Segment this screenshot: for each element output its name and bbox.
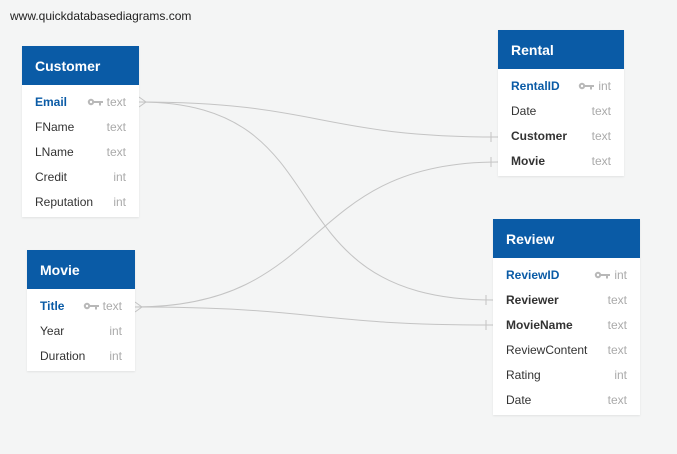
- field-row[interactable]: ReviewContent text: [493, 337, 640, 362]
- field-type-label: int: [109, 348, 122, 363]
- field-row[interactable]: Movie text: [498, 148, 624, 173]
- field-type: text: [592, 154, 611, 168]
- field-row[interactable]: FName text: [22, 114, 139, 139]
- field-type-label: text: [102, 298, 122, 313]
- field-name: Customer: [511, 128, 568, 143]
- field-type: text: [608, 293, 627, 307]
- field-type: int: [113, 195, 126, 209]
- field-name: RentalID: [511, 78, 560, 93]
- field-name: Rating: [506, 367, 541, 382]
- field-type: text: [87, 95, 126, 109]
- field-row[interactable]: Reviewer text: [493, 287, 640, 312]
- field-row[interactable]: Rating int: [493, 362, 640, 387]
- field-name: ReviewID: [506, 267, 560, 282]
- field-row[interactable]: Duration int: [27, 343, 135, 368]
- field-name: Year: [40, 323, 65, 338]
- field-name: Credit: [35, 169, 68, 184]
- field-type-label: int: [113, 194, 126, 209]
- field-row[interactable]: Email text: [22, 89, 139, 114]
- field-type-label: int: [614, 367, 627, 382]
- field-row[interactable]: Customer text: [498, 123, 624, 148]
- field-row[interactable]: MovieName text: [493, 312, 640, 337]
- field-type-label: text: [591, 153, 611, 168]
- field-name: Reputation: [35, 194, 94, 209]
- key-icon: [83, 302, 99, 309]
- field-type: text: [107, 120, 126, 134]
- field-type: text: [83, 299, 122, 313]
- field-name: MovieName: [506, 317, 573, 332]
- field-type-label: text: [607, 292, 627, 307]
- field-type-label: text: [106, 94, 126, 109]
- crows-foot-customer: [138, 96, 147, 108]
- field-type: text: [608, 343, 627, 357]
- link-email-review-reviewer: [138, 101, 494, 301]
- field-row[interactable]: Credit int: [22, 164, 139, 189]
- field-name: ReviewContent: [506, 342, 588, 357]
- field-type: text: [592, 104, 611, 118]
- field-type-label: int: [109, 323, 122, 338]
- field-type-label: text: [607, 317, 627, 332]
- field-type-label: int: [598, 78, 611, 93]
- field-type: int: [113, 170, 126, 184]
- field-name: Date: [506, 392, 532, 407]
- field-row[interactable]: Reputation int: [22, 189, 139, 214]
- field-type: text: [592, 129, 611, 143]
- field-type: int: [109, 349, 122, 363]
- field-name: LName: [35, 144, 74, 159]
- field-type-label: int: [614, 267, 627, 282]
- field-type-label: text: [106, 144, 126, 159]
- field-type: int: [578, 79, 611, 93]
- table-title: Review: [493, 219, 640, 258]
- field-name: Date: [511, 103, 537, 118]
- field-name: Reviewer: [506, 292, 559, 307]
- field-row[interactable]: RentalID int: [498, 73, 624, 98]
- field-type: text: [107, 145, 126, 159]
- field-type: text: [608, 318, 627, 332]
- field-name: Title: [40, 298, 65, 313]
- link-title-rental-movie: [134, 161, 499, 308]
- field-type: int: [109, 324, 122, 338]
- link-email-rental-customer: [138, 101, 499, 138]
- field-row[interactable]: LName text: [22, 139, 139, 164]
- field-name: Duration: [40, 348, 86, 363]
- one-markers: [485, 132, 492, 330]
- field-row[interactable]: Date text: [498, 98, 624, 123]
- field-row[interactable]: Date text: [493, 387, 640, 412]
- field-type-label: text: [607, 392, 627, 407]
- link-title-review-moviename: [134, 306, 494, 326]
- field-type-label: text: [607, 342, 627, 357]
- key-icon: [595, 271, 611, 278]
- field-type-label: int: [113, 169, 126, 184]
- field-row[interactable]: ReviewID int: [493, 262, 640, 287]
- key-icon: [87, 98, 103, 105]
- field-name: Email: [35, 94, 68, 109]
- table-title: Customer: [22, 46, 139, 85]
- watermark: www.quickdatabasediagrams.com: [10, 9, 192, 23]
- field-type-label: text: [591, 128, 611, 143]
- table-title: Movie: [27, 250, 135, 289]
- field-type: text: [608, 393, 627, 407]
- field-type-label: text: [106, 119, 126, 134]
- field-name: FName: [35, 119, 75, 134]
- field-row[interactable]: Year int: [27, 318, 135, 343]
- field-type-label: text: [591, 103, 611, 118]
- field-row[interactable]: Title text: [27, 293, 135, 318]
- field-type: int: [614, 368, 627, 382]
- field-name: Movie: [511, 153, 546, 168]
- key-icon: [579, 82, 595, 89]
- field-type: int: [594, 268, 627, 282]
- crows-foot-movie: [134, 301, 143, 313]
- table-title: Rental: [498, 30, 624, 69]
